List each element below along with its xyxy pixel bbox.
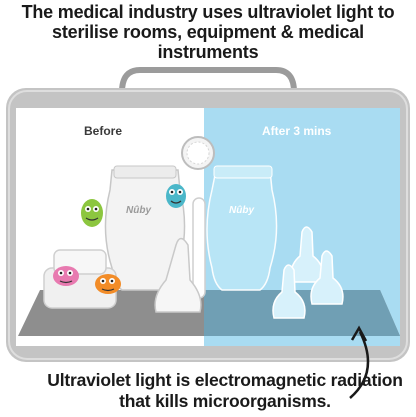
germ-monster-icon xyxy=(166,184,186,208)
germ-monster-icon xyxy=(81,199,103,227)
headline: The medical industry uses ultraviolet li… xyxy=(21,2,395,62)
germ-monster-icon xyxy=(95,274,121,294)
teat-after-2 xyxy=(310,250,344,305)
brand-logo-right: Nûby xyxy=(229,205,254,216)
before-label: Before xyxy=(84,124,123,138)
bottle-after xyxy=(206,169,278,291)
teat-after-3 xyxy=(272,264,306,319)
case-handle xyxy=(119,67,297,93)
caption: Ultraviolet light is electromagnetic rad… xyxy=(47,370,403,411)
teat-before xyxy=(154,237,202,313)
germ-monster-icon xyxy=(53,266,79,286)
brand-logo-left: Nûby xyxy=(126,205,151,216)
case-zipper-rim xyxy=(8,90,408,360)
divider-stick xyxy=(192,197,206,299)
curved-arrow-icon xyxy=(349,331,370,399)
after-label: After 3 mins xyxy=(262,124,332,138)
